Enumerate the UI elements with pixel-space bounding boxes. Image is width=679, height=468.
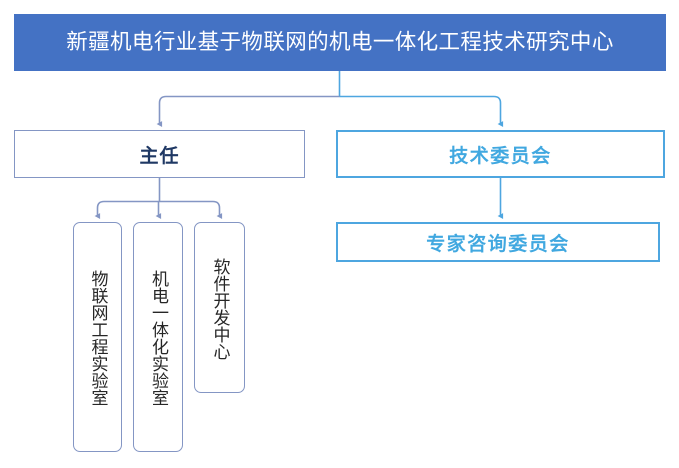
connector-director-to-software-center (159, 200, 223, 219)
node-technical-committee-label: 技术委员会 (449, 145, 552, 167)
node-software-development-center-label: 软件开发中心 (210, 257, 230, 360)
node-expert-advisory-committee: 专家咨询委员会 (336, 222, 660, 262)
node-research-center-title: 新疆机电行业基于物联网的机电一体化工程技术研究中心 (14, 14, 666, 71)
connector-title-to-director (156, 95, 340, 127)
node-director-label: 主任 (139, 145, 180, 167)
node-expert-advisory-committee-label: 专家咨询委员会 (426, 233, 570, 255)
node-technical-committee: 技术委员会 (336, 130, 665, 178)
connector-title-to-tech-committee (339, 95, 504, 127)
node-iot-engineering-lab-label: 物联网工程实验室 (88, 270, 108, 406)
connector-director-to-iot-lab (94, 200, 160, 219)
node-iot-engineering-lab: 物联网工程实验室 (73, 222, 122, 452)
node-director: 主任 (14, 130, 305, 178)
node-mechatronics-lab: 机电一体化实验室 (133, 222, 183, 452)
node-title-label: 新疆机电行业基于物联网的机电一体化工程技术研究中心 (66, 29, 614, 54)
node-mechatronics-lab-label: 机电一体化实验室 (149, 270, 168, 406)
node-software-development-center: 软件开发中心 (194, 222, 245, 393)
